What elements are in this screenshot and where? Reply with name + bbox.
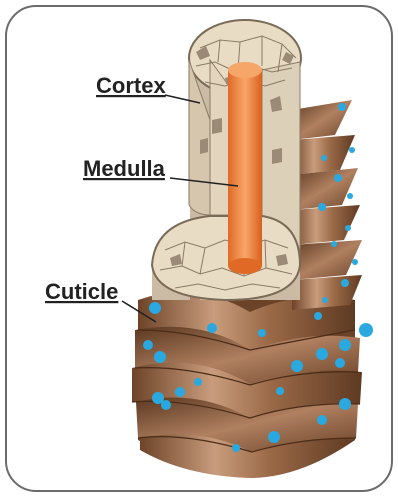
label-cuticle: Cuticle: [45, 279, 118, 304]
label-cortex: Cortex: [96, 73, 166, 98]
medulla-core: [228, 62, 262, 274]
label-medulla: Medulla: [83, 156, 166, 181]
cuticle-layer: [132, 292, 362, 478]
